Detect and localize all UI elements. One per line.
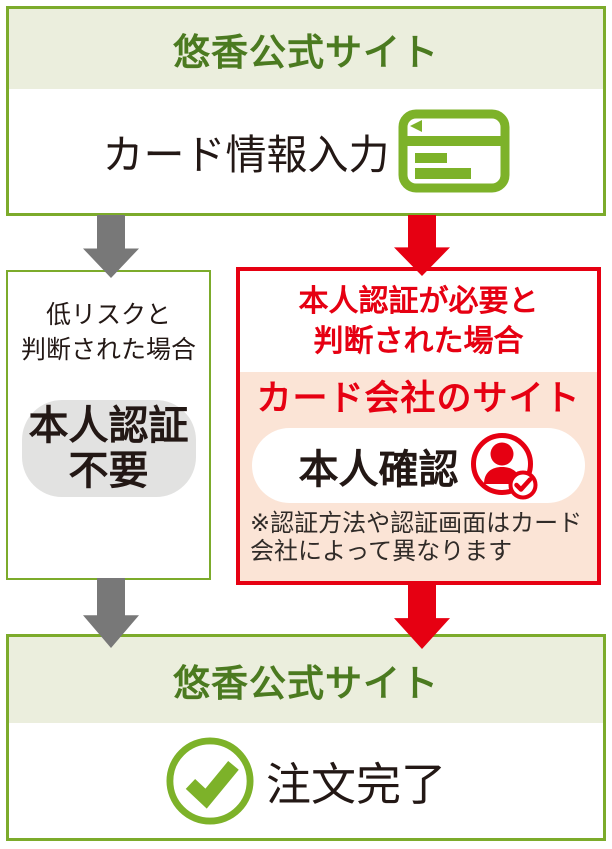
auth-note: ※認証方法や認証画面はカード 会社によって異なります: [250, 510, 589, 566]
gray-down-arrow-bottom: [83, 578, 139, 648]
card-company-site-title: カード会社のサイト: [256, 379, 581, 418]
no-auth-line: 本人認証: [28, 403, 189, 448]
card-entry-label: カード情報入力: [102, 132, 390, 178]
condition-line: 本人認証が必要と: [298, 284, 539, 318]
site-title: 悠香公式サイト: [173, 663, 439, 704]
order-complete-step: 注文完了: [9, 723, 603, 838]
auth-required-box: 本人認証が必要と 判断された場合 カード会社のサイト 本人確認 ※認証方法や認証…: [236, 267, 601, 585]
auth-note-line: 会社によって異なります: [250, 538, 513, 565]
no-auth-line: 不要: [68, 448, 149, 493]
site-title: 悠香公式サイト: [173, 32, 439, 73]
red-down-arrow-top: [394, 215, 450, 276]
identity-verification-label: 本人確認: [298, 447, 459, 492]
site-header: 悠香公式サイト: [9, 9, 603, 89]
card-entry-step: カード情報入力: [9, 89, 603, 213]
low-risk-condition: 低リスクと 判断された場合: [8, 298, 209, 368]
order-complete-label: 注文完了: [265, 759, 446, 810]
auth-condition: 本人認証が必要と 判断された場合: [240, 271, 597, 372]
low-risk-box: 低リスクと 判断された場合 本人認証 不要: [6, 270, 211, 580]
check-circle-icon: [166, 736, 254, 825]
credit-card-icon: [398, 109, 509, 193]
site-header: 悠香公式サイト: [9, 637, 603, 723]
no-auth-badge: 本人認証 不要: [21, 400, 196, 497]
gray-down-arrow-top: [83, 215, 139, 278]
condition-line: 判断された場合: [313, 324, 524, 358]
auth-note-line: ※認証方法や認証画面はカード: [250, 510, 583, 537]
person-check-icon: [470, 432, 537, 499]
condition-line: 低リスクと: [45, 301, 171, 329]
condition-line: 判断された場合: [20, 336, 196, 364]
card-company-site: カード会社のサイト 本人確認 ※認証方法や認証画面はカード 会社によって異なりま…: [240, 372, 597, 581]
top-site-box: 悠香公式サイト カード情報入力: [6, 6, 606, 216]
bottom-site-box: 悠香公式サイト 注文完了: [6, 634, 606, 841]
identity-verification-step: 本人確認: [252, 428, 585, 503]
red-down-arrow-bottom: [394, 583, 450, 649]
